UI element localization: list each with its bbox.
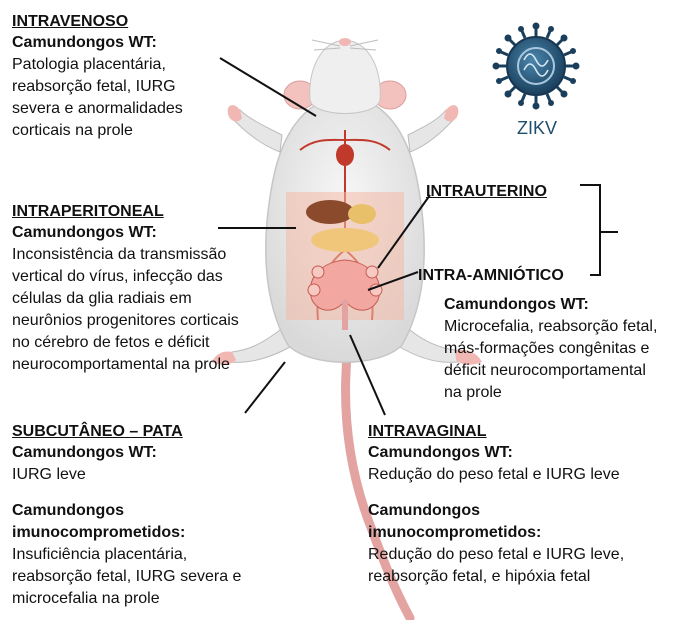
mouse-nose xyxy=(339,38,351,46)
zikv-label: ZIKV xyxy=(517,118,557,139)
route-desc-line: IURG leve xyxy=(12,464,302,486)
route-title-intraamniotico: INTRA-AMNIÓTICO xyxy=(418,266,564,286)
mouse-intestine xyxy=(311,228,379,252)
route-title-intravenoso: INTRAVENOSO xyxy=(12,12,252,32)
route-desc-line: Inconsistência da transmissão xyxy=(12,244,287,266)
route-subtitle-intravaginal: Camundongos WT: xyxy=(368,442,688,464)
mouse-stomach xyxy=(348,204,376,224)
route-subcutaneo: SUBCUTÂNEO – PATA Camundongos WT: IURG l… xyxy=(12,422,302,610)
route-intravaginal: INTRAVAGINAL Camundongos WT: Redução do … xyxy=(368,422,688,588)
route-intravenoso: INTRAVENOSO Camundongos WT: Patologia pl… xyxy=(12,12,252,142)
route-subtitle-subcutaneo: Camundongos WT: xyxy=(12,442,302,464)
mouse-liver xyxy=(306,200,354,224)
route-subtitle-intraamniotico: Camundongos WT: xyxy=(444,294,694,316)
route-intraperitoneal: INTRAPERITONEAL Camundongos WT: Inconsis… xyxy=(12,202,287,376)
route-desc-line: na prole xyxy=(444,382,694,404)
route-desc-line: reabsorção fetal, IURG severa e xyxy=(12,566,302,588)
route-desc-line: no cérebro de fetos e déficit xyxy=(12,332,287,354)
route-desc-line: Microcefalia, reabsorção fetal, xyxy=(444,316,694,338)
route-desc-line: Redução do peso fetal e IURG leve xyxy=(368,464,688,486)
route-title-subcutaneo: SUBCUTÂNEO – PATA xyxy=(12,422,302,442)
route-desc-line: reabsorção fetal, e hipóxia fetal xyxy=(368,566,688,588)
route-desc-line: células da glia radiais em xyxy=(12,288,287,310)
route-desc-line: Patologia placentária, xyxy=(12,54,252,76)
route-title-intrauterino: INTRAUTERINO xyxy=(426,182,547,202)
route-desc-line: neurônios progenitores corticais xyxy=(12,310,287,332)
route-desc-line: déficit neurocomportamental xyxy=(444,360,694,382)
route-subtitle-intravenoso: Camundongos WT: xyxy=(12,32,252,54)
mouse-heart xyxy=(336,144,354,166)
route-desc-line: reabsorção fetal, IURG xyxy=(12,76,252,98)
connector-intrauterino-bracket xyxy=(580,185,600,275)
route-desc-line: vertical do vírus, infecção das xyxy=(12,266,287,288)
route-desc-line: severa e anormalidades xyxy=(12,98,252,120)
route-subtitle-intravaginal-immuno: Camundongos xyxy=(368,500,688,522)
route-title-intravaginal: INTRAVAGINAL xyxy=(368,422,688,442)
route-intrauterino: INTRAUTERINO xyxy=(426,182,547,202)
route-desc-line: neurocomportamental na prole xyxy=(12,354,287,376)
zikv-virus-icon xyxy=(493,23,580,110)
route-intraamniotico-title-block: INTRA-AMNIÓTICO xyxy=(418,266,564,286)
route-desc-line: microcefalia na prole xyxy=(12,588,302,610)
route-subtitle-subcutaneo-immuno: Camundongos xyxy=(12,500,302,522)
route-subtitle-intravaginal-immuno-2: imunocomprometidos: xyxy=(368,522,688,544)
route-subtitle-intraperitoneal: Camundongos WT: xyxy=(12,222,287,244)
route-subtitle-subcutaneo-immuno-2: imunocomprometidos: xyxy=(12,522,302,544)
route-desc-line: corticais na prole xyxy=(12,120,252,142)
route-desc-line: más-formações congênitas e xyxy=(444,338,694,360)
mouse-head xyxy=(310,40,380,114)
route-desc-line: Insuficiência placentária, xyxy=(12,544,302,566)
route-desc-line: Redução do peso fetal e IURG leve, xyxy=(368,544,688,566)
route-intraamniotico: Camundongos WT: Microcefalia, reabsorção… xyxy=(444,294,694,404)
route-title-intraperitoneal: INTRAPERITONEAL xyxy=(12,202,287,222)
mouse-front-paw-right xyxy=(444,105,458,121)
